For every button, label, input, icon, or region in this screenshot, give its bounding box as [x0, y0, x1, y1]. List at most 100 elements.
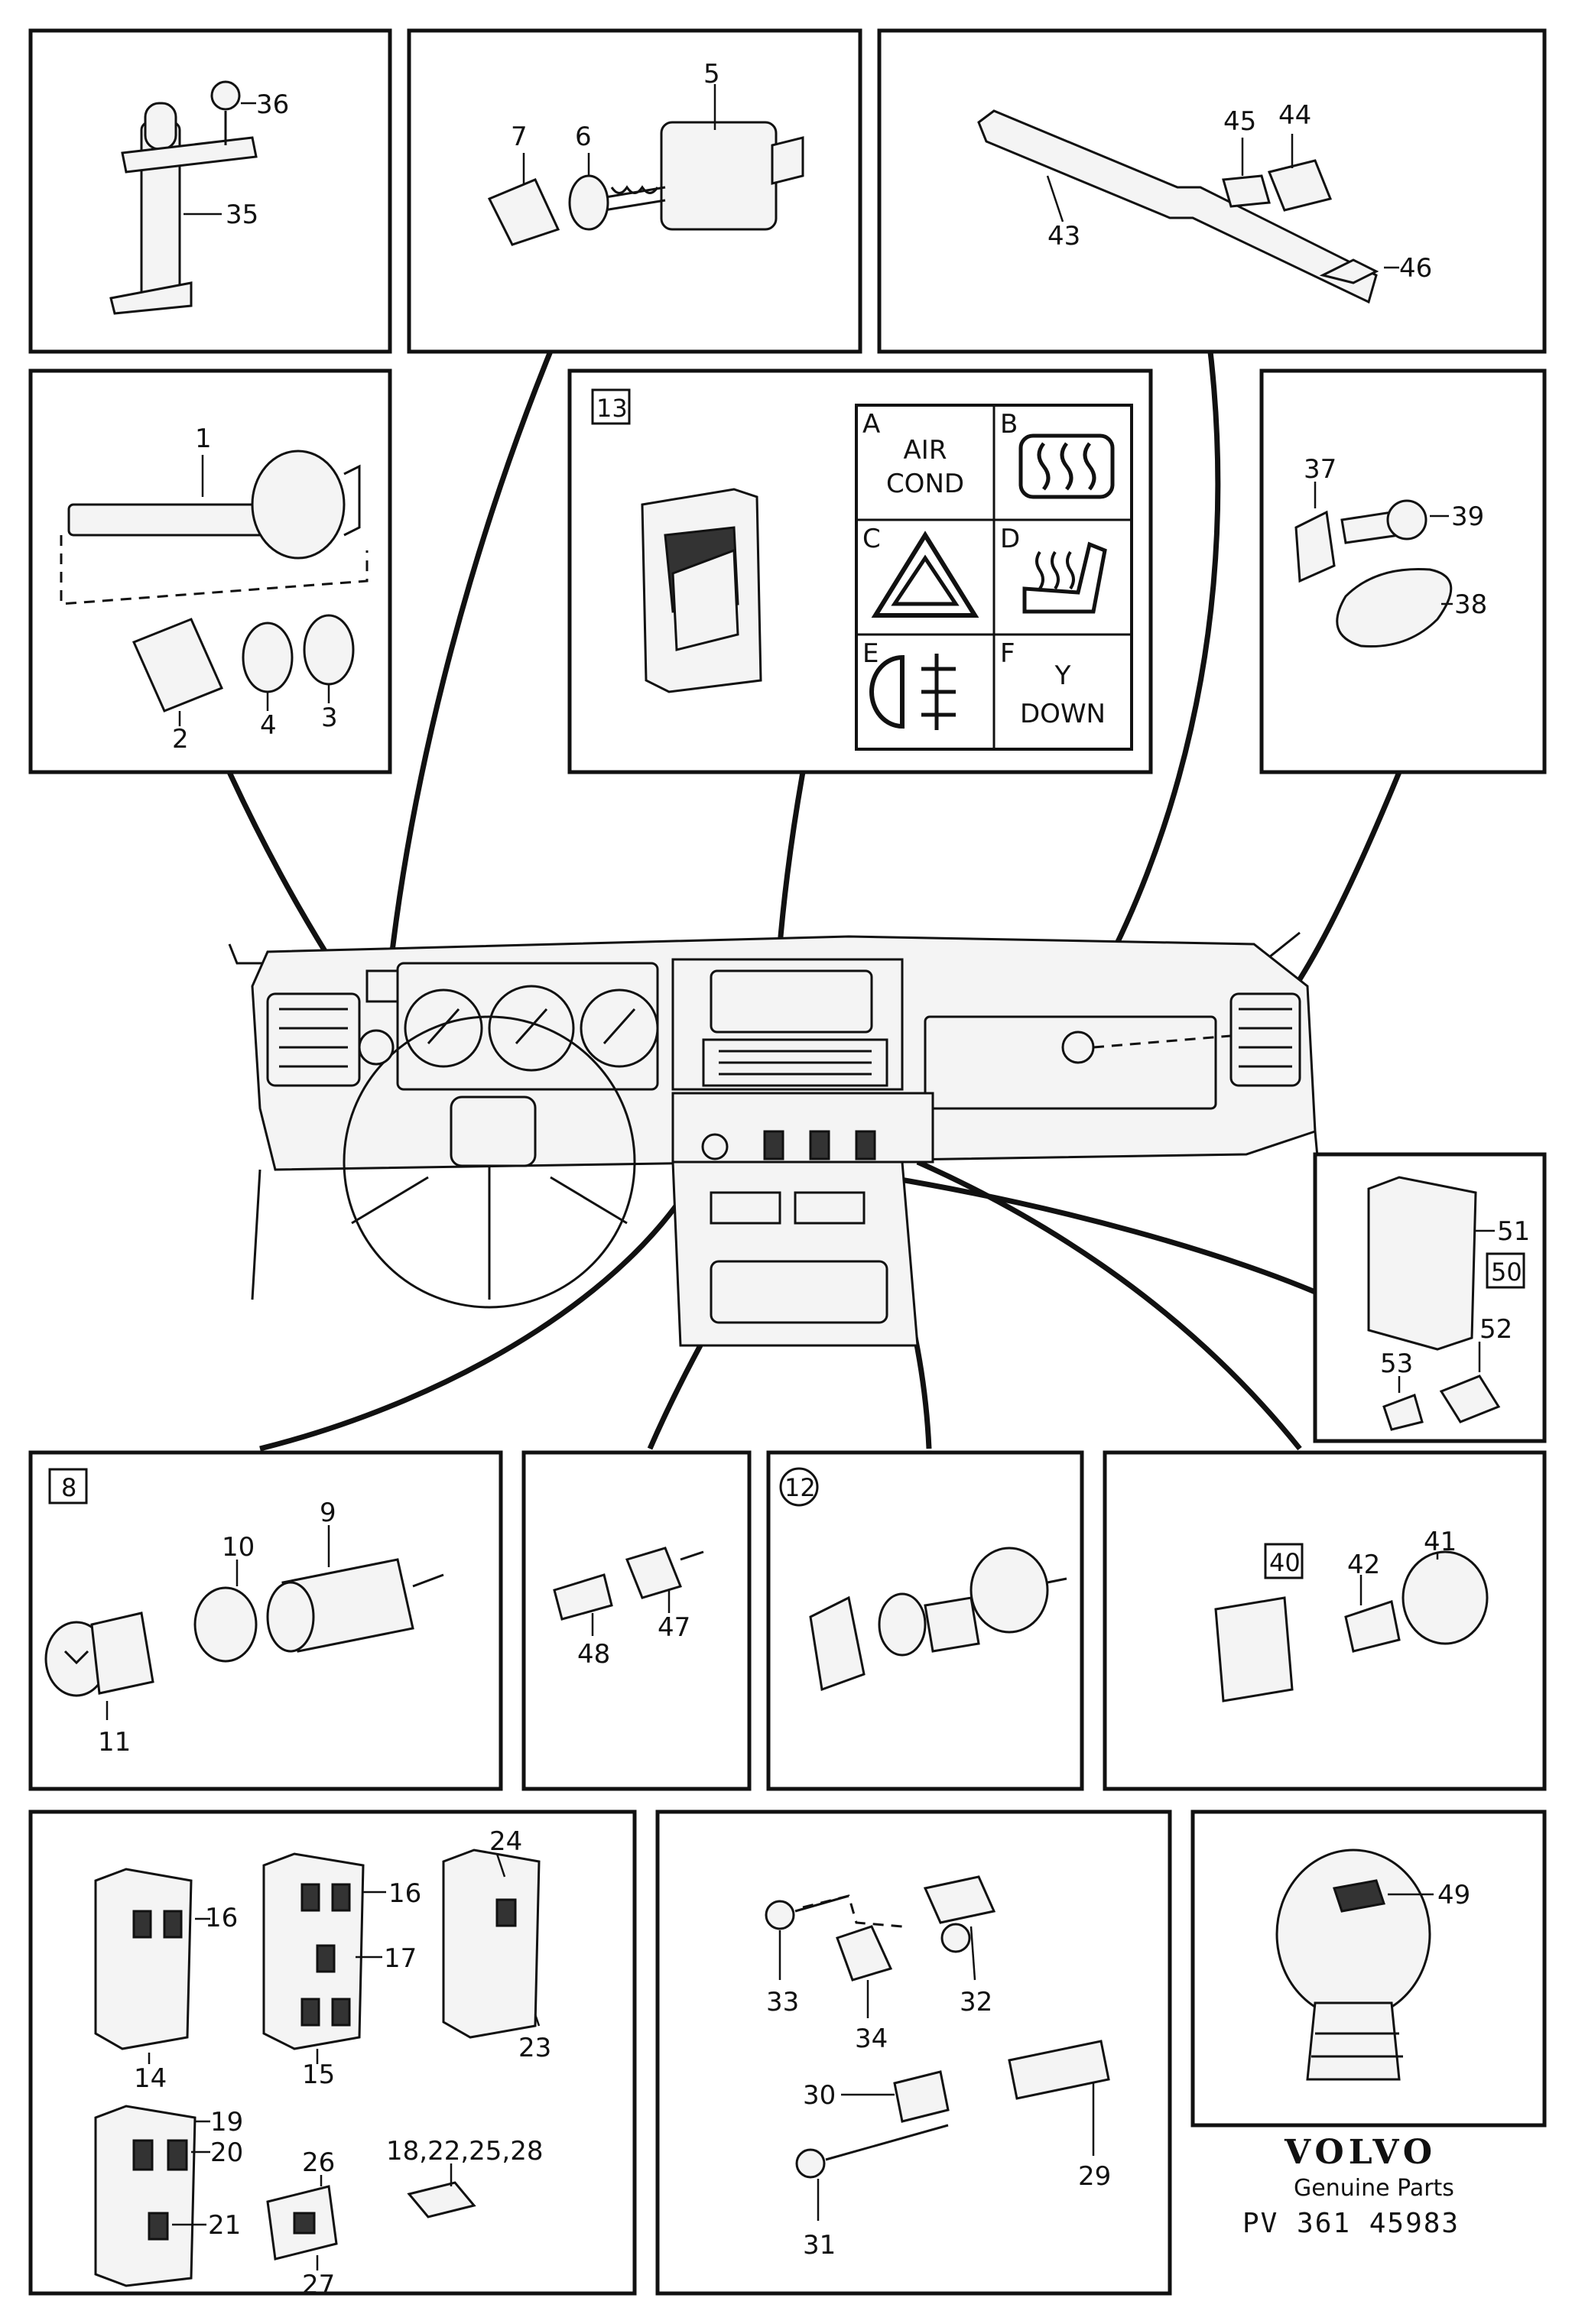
bulb-48 — [553, 1573, 613, 1621]
socket-41 — [1401, 1550, 1489, 1645]
label-38: 38 — [1454, 589, 1487, 620]
bulb-42 — [1344, 1600, 1401, 1653]
brand-name: VOLVO — [1284, 2133, 1437, 2172]
label-6: 6 — [575, 122, 592, 152]
gear-knob — [1275, 1848, 1431, 2020]
label-30: 30 — [803, 2080, 836, 2111]
callout-line-panel-5 — [387, 331, 561, 972]
switch-body-12 — [970, 1547, 1049, 1634]
label-9: 9 — [320, 1498, 336, 1528]
label-18-22-25-28: 18,22,25,28 — [386, 2136, 543, 2167]
glovebox-lock — [1061, 1031, 1095, 1064]
label-44: 44 — [1278, 100, 1311, 131]
cap-30 — [893, 2070, 950, 2123]
label-50: 50 — [1491, 1258, 1522, 1287]
steering-hub — [450, 1095, 537, 1167]
label-51: 51 — [1497, 1216, 1530, 1247]
label-32: 32 — [960, 1987, 992, 2017]
console-vent-right — [794, 1191, 866, 1225]
nut-6 — [568, 174, 609, 231]
panel-switch-12: 12 — [766, 1450, 1084, 1791]
cap-34 — [836, 1925, 893, 1982]
label-47: 47 — [658, 1612, 690, 1643]
panel-rocker-switch-13: 13 A AIR COND B C D E — [567, 368, 1153, 774]
label-49: 49 — [1437, 1880, 1470, 1910]
label-7: 7 — [511, 122, 528, 152]
console-vent-left — [710, 1191, 781, 1225]
label-39: 39 — [1451, 501, 1484, 532]
glovebox — [924, 1015, 1217, 1110]
symbol-a-letter: A — [862, 409, 880, 440]
label-16a: 16 — [205, 1903, 238, 1933]
screw-33 — [765, 1900, 795, 1930]
rear-defroster-icon — [1018, 433, 1115, 499]
radio-display — [710, 969, 873, 1034]
symbol-a-line2: COND — [886, 469, 964, 499]
label-40: 40 — [1269, 1548, 1301, 1577]
label-26: 26 — [302, 2147, 335, 2178]
contact-32 — [923, 1875, 996, 1924]
label-12: 12 — [784, 1473, 816, 1502]
label-16b: 16 — [388, 1878, 421, 1909]
screw-31 — [795, 2148, 826, 2179]
label-23: 23 — [518, 2033, 551, 2063]
label-4: 4 — [260, 710, 277, 741]
panel-gear-knob-49: 49 — [1190, 1810, 1547, 2128]
switch-14 — [94, 1868, 193, 2050]
switch-shaft — [67, 503, 277, 537]
circle-label-12 — [779, 1467, 819, 1507]
bulb-39 — [1386, 499, 1427, 540]
panel-indicator-40: 40 42 41 — [1103, 1450, 1547, 1791]
button-49 — [1333, 1879, 1385, 1913]
label-36: 36 — [256, 89, 289, 120]
clip-46 — [1319, 258, 1379, 284]
label-3: 3 — [321, 703, 338, 733]
label-29: 29 — [1078, 2161, 1111, 2192]
symbol-e-letter: E — [862, 638, 879, 669]
callout-line-panel-50 — [886, 1174, 1317, 1295]
label-21: 21 — [208, 2210, 241, 2241]
callout-lines — [226, 331, 1402, 1452]
symbol-a-line1: AIR — [904, 435, 947, 466]
box-label-13 — [591, 388, 631, 425]
contact-29 — [1008, 2040, 1110, 2100]
dash-switch-3 — [855, 1130, 876, 1160]
gauge-right — [580, 988, 659, 1068]
volvo-branding: VOLVO Genuine Parts PV 361 45983 — [1242, 2133, 1458, 2239]
dash-switch-upper-left — [365, 969, 399, 1003]
label-13: 13 — [596, 394, 628, 423]
dashboard-illustration — [228, 931, 1332, 1347]
panel-switch-5: 5 6 7 — [407, 28, 862, 354]
switch-body — [660, 121, 778, 231]
label-14: 14 — [134, 2063, 167, 2094]
lighter-element-10 — [193, 1586, 258, 1663]
washer-3 — [303, 614, 355, 686]
dash-knob-left — [701, 1133, 729, 1160]
hazard-triangle-icon — [871, 531, 979, 618]
screw-head — [210, 80, 241, 111]
lamp-lens-51 — [1367, 1176, 1477, 1351]
label-46: 46 — [1399, 253, 1432, 284]
clip-18 — [407, 2181, 476, 2219]
panel-warning-lamp-50: 50 51 52 53 — [1313, 1152, 1547, 1443]
dash-switch-2 — [809, 1130, 830, 1160]
lens-38 — [1336, 567, 1453, 648]
label-48: 48 — [577, 1639, 610, 1670]
heated-seat-icon — [1022, 541, 1107, 614]
panel-courtesy-light-37: 37 39 38 — [1259, 368, 1547, 774]
panel-cigarette-lighter-8: 8 10 9 11 — [28, 1450, 503, 1791]
knob-7 — [487, 178, 560, 246]
label-11: 11 — [98, 1727, 131, 1758]
callout-line-panel-8 — [259, 1145, 714, 1452]
label-45: 45 — [1223, 106, 1256, 137]
socket-52 — [1439, 1375, 1501, 1423]
panel-door-switch-35: 36 35 — [28, 28, 392, 354]
socket-44 — [1267, 159, 1333, 212]
panel-light-switch-1: 1 2 4 3 — [28, 368, 392, 774]
label-43: 43 — [1047, 221, 1080, 252]
panel-bulb-47: 48 47 — [521, 1450, 752, 1791]
label-41: 41 — [1424, 1527, 1457, 1557]
symbol-f-letter: F — [1000, 638, 1015, 669]
dash-switch-1 — [763, 1130, 784, 1160]
symbol-f-glyph: Y — [1054, 661, 1071, 691]
